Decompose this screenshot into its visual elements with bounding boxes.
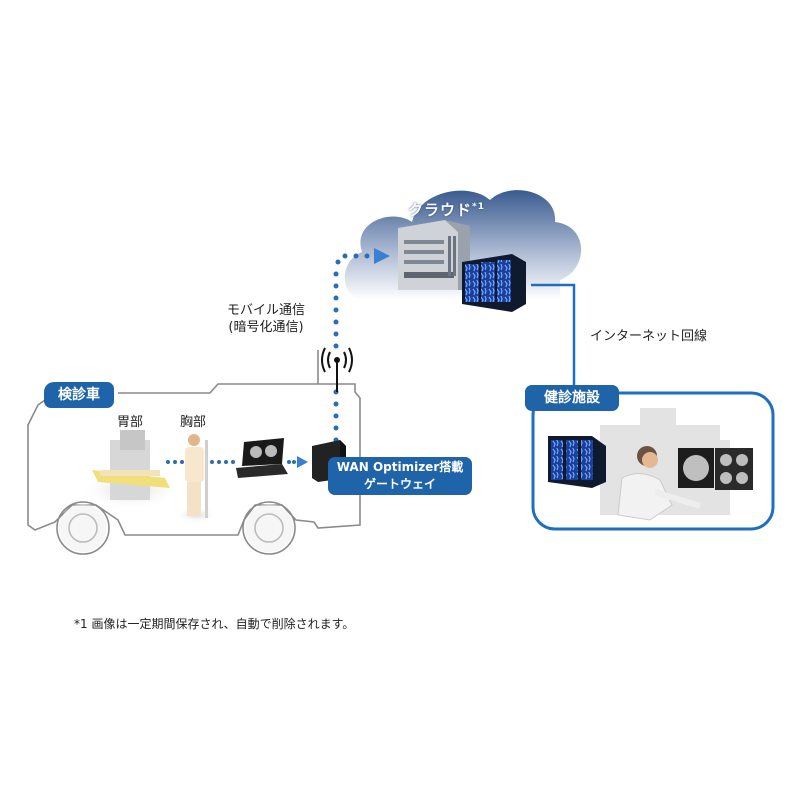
laptop-icon xyxy=(236,438,288,478)
arrow-to-cloud-icon xyxy=(374,248,390,264)
arrow-to-gateway-icon xyxy=(297,456,308,468)
exam-label-chest: 胸部 xyxy=(180,415,207,430)
stomach-xray-machine-icon xyxy=(80,430,180,510)
footnote: *1 画像は一定期間保存され、自動で削除されます。 xyxy=(74,617,355,631)
datacenter-building-icon xyxy=(398,220,470,290)
chest-exam-person-icon xyxy=(174,434,218,523)
exam-label-stomach: 胃部 xyxy=(117,415,144,430)
cloud-title-text: クラウド xyxy=(408,201,473,219)
in-vehicle-dots xyxy=(166,460,296,464)
mobile-link-label: モバイル通信 (暗号化通信) xyxy=(227,302,305,336)
cloud-server-rack-icon xyxy=(462,254,526,312)
internet-link-label: インターネット回線 xyxy=(590,329,708,344)
doctor-person-icon xyxy=(617,446,701,521)
gateway-tag-line1: WAN Optimizer搭載 xyxy=(336,460,464,474)
antenna-icon xyxy=(321,347,353,392)
facility-server-rack-icon xyxy=(548,436,606,488)
facility-tag: 健診施設 xyxy=(525,385,619,411)
gateway-tag: WAN Optimizer搭載 ゲートウェイ xyxy=(328,457,472,495)
mobile-link-label-line1: モバイル通信 xyxy=(227,303,306,318)
diagnostic-monitors-icon xyxy=(678,448,753,490)
cloud-footnote-mark: *1 xyxy=(472,202,485,212)
mobile-link-label-line2: (暗号化通信) xyxy=(228,320,304,335)
cloud-title: クラウド*1 xyxy=(408,199,485,220)
vehicle-tag: 検診車 xyxy=(44,382,114,408)
internet-line xyxy=(531,283,576,392)
gateway-tag-line2: ゲートウェイ xyxy=(363,477,436,491)
